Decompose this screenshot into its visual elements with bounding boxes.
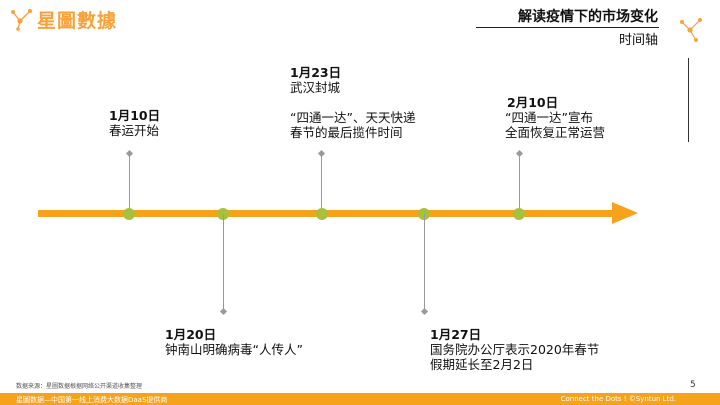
event-text: 国务院办公厅表示2020年春节 bbox=[430, 342, 600, 357]
footer-bar bbox=[0, 393, 720, 405]
stem-end-marker bbox=[420, 307, 429, 316]
brand-name: 星圖數據 bbox=[37, 10, 118, 32]
timeline-node bbox=[316, 208, 328, 220]
brand-logo: 星圖數據 bbox=[10, 6, 117, 33]
footer-copyright: Connect the Dots ! ©Syntun Ltd. bbox=[560, 395, 676, 403]
timeline-arrow-icon bbox=[612, 202, 638, 224]
event-date: 2月10日 bbox=[507, 95, 559, 110]
data-source-note: 数据来源：星圖数据根据网络公开渠道收集整理 bbox=[16, 383, 143, 390]
event-text: 武汉封城 bbox=[290, 80, 341, 95]
page-title: 解读疫情下的市场变化 bbox=[518, 9, 658, 25]
event-date: 1月27日 bbox=[430, 327, 482, 342]
event-text: 春节的最后揽件时间 bbox=[290, 125, 403, 140]
event-text: “四通一达”宣布 bbox=[505, 110, 593, 125]
page-number: 5 bbox=[690, 380, 696, 390]
footer-tagline: 星圖数据—中国第一线上消费大数据DaaS提供商 bbox=[16, 396, 168, 404]
event-4: 1月27日 国务院办公厅表示2020年春节 假期延长至2月2日 bbox=[430, 327, 599, 372]
event-stem bbox=[129, 154, 130, 214]
header: 解读疫情下的市场变化 bbox=[518, 8, 658, 26]
page-subtitle: 时间轴 bbox=[618, 33, 658, 48]
event-stem bbox=[424, 214, 425, 310]
event-text: 春运开始 bbox=[109, 123, 160, 138]
event-stem bbox=[321, 154, 322, 214]
event-date: 1月23日 bbox=[290, 65, 342, 80]
event-date: 1月20日 bbox=[165, 327, 217, 342]
event-5: 2月10日 “四通一达”宣布 全面恢复正常运营 bbox=[505, 95, 605, 140]
event-text: 全面恢复正常运营 bbox=[505, 125, 606, 140]
header-divider bbox=[476, 27, 659, 28]
event-text: “四通一达”、天天快递 bbox=[290, 110, 416, 125]
event-text-spacer bbox=[290, 95, 415, 110]
event-stem bbox=[223, 214, 224, 310]
event-1: 1月10日 春运开始 bbox=[109, 108, 160, 138]
right-divider bbox=[688, 58, 689, 142]
constellation-logo-icon bbox=[11, 8, 32, 31]
timeline-node bbox=[123, 208, 135, 220]
event-stem bbox=[519, 154, 520, 214]
event-text: 假期延长至2月2日 bbox=[430, 357, 534, 372]
event-text: 钟南山明确病毒“人传人” bbox=[165, 342, 303, 357]
event-date: 1月10日 bbox=[109, 108, 161, 123]
event-3: 1月23日 武汉封城 “四通一达”、天天快递 春节的最后揽件时间 bbox=[290, 65, 415, 140]
event-2: 1月20日 钟南山明确病毒“人传人” bbox=[165, 327, 303, 357]
constellation-deco-icon bbox=[680, 18, 702, 42]
stem-end-marker bbox=[219, 307, 228, 316]
timeline-node bbox=[513, 208, 525, 220]
